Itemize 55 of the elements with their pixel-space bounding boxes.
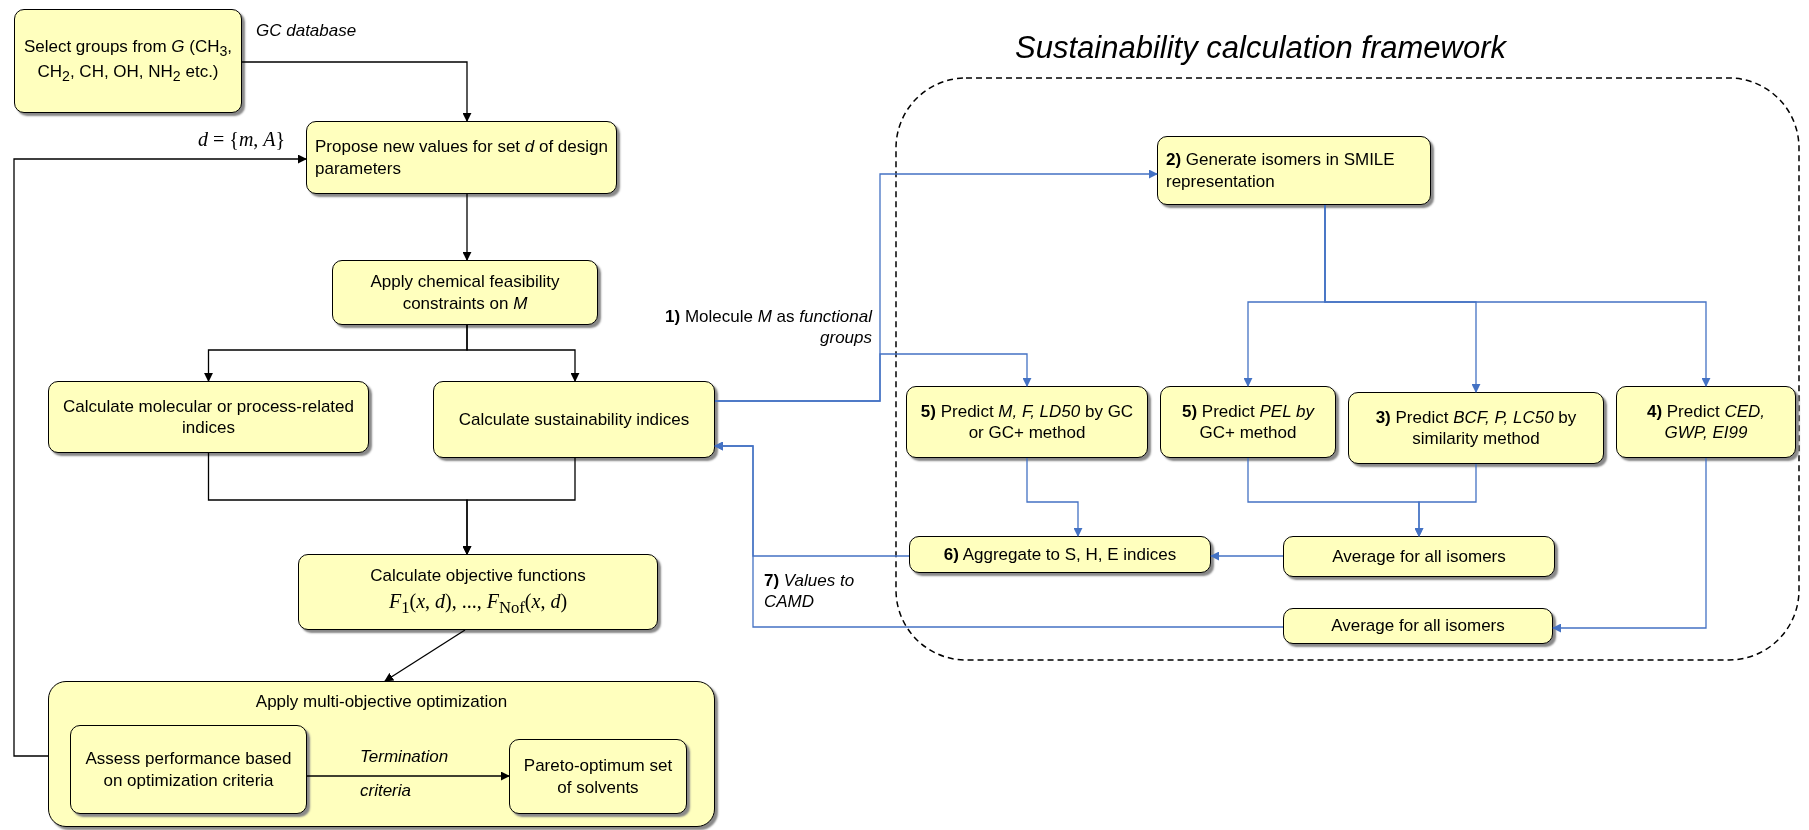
box-text: Average for all isomers: [1332, 545, 1506, 568]
arrow: [1552, 457, 1707, 633]
box-text: Assess performance based on optimization criteria: [84, 748, 293, 791]
box-text: 3) Predict BCF, P, LC50 by similarity method: [1374, 406, 1578, 450]
edge-label: GC database: [256, 20, 358, 42]
edge-label: d = {m, A}: [198, 127, 287, 152]
box-text: 5) Predict PEL by GC+ method: [1181, 400, 1316, 444]
group-box: [48, 681, 715, 827]
box-text: Apply chemical feasibility constraints on M: [369, 271, 561, 314]
process-box: [1157, 136, 1431, 205]
process-box: [1348, 392, 1604, 464]
process-box: [1283, 536, 1555, 577]
arrow: [462, 457, 576, 555]
edge-label: 7) Values to CAMD: [764, 570, 856, 613]
arrow: [384, 629, 466, 682]
formula: F$_{1}$(x, d), ..., F$_{Nof}$(x, d): [388, 588, 568, 619]
arrow: [306, 771, 510, 781]
box-text: Calculate objective functions: [370, 565, 586, 587]
process-box: [909, 536, 1211, 573]
arrow: [466, 324, 580, 382]
arrow: [241, 61, 472, 122]
frame-title: Sustainability calculation framework: [1015, 30, 1507, 66]
arrow: [1324, 204, 1711, 387]
box-text: Calculate molecular or process-related indices: [62, 395, 355, 439]
process-box: [1160, 386, 1336, 458]
arrow: [714, 441, 1284, 628]
process-box: [1616, 386, 1796, 458]
edge-label: 1) Molecule M as functional groups: [664, 306, 872, 349]
process-box: [332, 260, 598, 325]
process-box: [70, 725, 307, 814]
arrow: [1414, 463, 1477, 537]
box-text: 4) Predict CED, GWP, EI99: [1645, 400, 1767, 444]
process-box: [298, 554, 658, 630]
arrow: [13, 154, 307, 757]
process-box: [509, 739, 687, 814]
box-text: Select groups from G (CH$_{3}$, CH$_{2}$, CH, OH, NH$_{2}$ etc.): [23, 35, 233, 87]
box-text: 5) Predict M, F, LD50 by GC or GC+ method: [919, 400, 1135, 444]
box-heading: Apply multi-objective optimization: [254, 692, 509, 712]
box-text: 6) Aggregate to S, H, E indices: [943, 543, 1177, 566]
process-box: [433, 381, 715, 458]
arrow: [1210, 551, 1284, 561]
process-box: [306, 121, 617, 194]
arrow: [1026, 457, 1083, 537]
box-text: 2) Generate isomers in SMILE representation: [1166, 149, 1396, 192]
box-text: Propose new values for set d of design parameters: [315, 136, 608, 179]
edge-label: Termination criteria: [360, 746, 450, 802]
process-box: [14, 9, 242, 113]
box-text: Calculate sustainability indices: [458, 408, 690, 431]
process-box: [906, 386, 1148, 458]
process-box: [48, 381, 369, 453]
box-text: Average for all isomers: [1331, 615, 1505, 637]
arrow: [714, 353, 1032, 402]
arrow: [462, 193, 472, 261]
box-text: Pareto-optimum set of solvents: [522, 755, 674, 798]
process-box: [1283, 608, 1553, 644]
